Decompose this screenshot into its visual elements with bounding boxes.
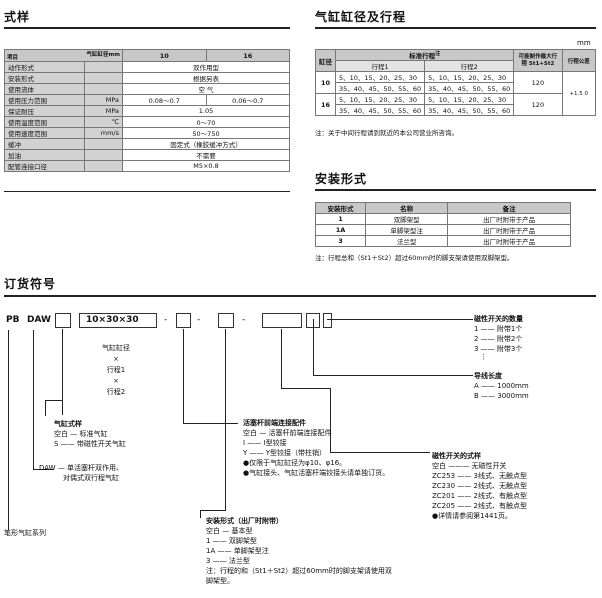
spec-table: 项目 气缸缸径mm 10 16 动作形式双作用型安装形式根据另表使用流体空 气使… — [4, 49, 290, 172]
spec-bottom-rule — [4, 191, 290, 192]
leader — [33, 330, 34, 470]
order-code-pb: PB — [6, 315, 20, 325]
leader — [33, 469, 53, 470]
leader — [327, 319, 473, 320]
order-switch-type: 磁性开关的式样 空白 ——— 无磁性开关 ZC253 —— 3线式、无触点型 Z… — [432, 452, 527, 520]
leader — [330, 452, 430, 453]
mount-title: 安装形式 — [315, 172, 368, 186]
spec-row: 动作形式双作用型 — [4, 61, 290, 73]
leader — [200, 510, 226, 511]
order-title: 订货符号 — [4, 277, 57, 291]
leader — [183, 329, 184, 424]
stroke-head-std: 标准行程注 — [334, 48, 515, 62]
leader — [62, 329, 63, 415]
spec-head-10: 10 — [122, 49, 207, 62]
leader — [225, 329, 226, 511]
stroke-head-max: 可能制作最大行程 St1+St2 — [513, 48, 563, 73]
order-box-mount — [218, 313, 234, 328]
spec-head-16: 16 — [205, 49, 290, 62]
dash: - — [164, 315, 168, 325]
stroke-table: 缸径 标准行程注 可能制作最大行程 St1+St2 行程公差 行程1 行程2 1… — [315, 48, 596, 117]
stroke-head-bore: 缸径 — [315, 48, 336, 73]
stroke-unit: mm — [577, 39, 591, 47]
mount-divider — [315, 189, 596, 191]
leader — [281, 329, 282, 389]
stroke-divider — [315, 27, 596, 29]
mount-note: 注：行程总和（St1＋St2）超过60mm时的脚支架请使用双脚架型。 — [315, 254, 514, 262]
order-rod-end: 活塞杆前端连接配件 空白 — 活塞杆前端连接配件 I —— I型铰接 Y —— … — [243, 419, 390, 477]
order-box-lead — [323, 313, 332, 328]
spec-row: 缓冲固定式（橡胶缓冲方式） — [4, 138, 290, 150]
leader — [200, 510, 201, 518]
order-lead-length: 导线长度 A —— 1000mm B —— 3000mm — [474, 372, 529, 400]
leader — [183, 423, 238, 424]
order-code-dims: 10×30×30 — [86, 315, 139, 325]
leader — [8, 330, 9, 530]
order-dims-desc: 气缸缸径×行程1×行程2 — [102, 344, 130, 396]
order-daw-desc: DAW — 单活塞杆双作用、 对偶式双行程气缸 — [39, 464, 124, 482]
leader — [45, 400, 63, 401]
order-code-daw: DAW — [27, 315, 51, 325]
spec-row: 使用流体空 气 — [4, 83, 290, 95]
spec-divider — [4, 27, 290, 29]
leader — [330, 388, 331, 452]
leader — [313, 375, 473, 376]
stroke-title: 气缸缸径及行程 — [315, 10, 407, 24]
stroke-head-tol: 行程公差 — [561, 48, 596, 73]
leader — [45, 400, 46, 416]
stroke-head-s1: 行程1 — [334, 60, 426, 73]
dash: - — [197, 315, 201, 325]
order-box-switch — [262, 313, 302, 328]
spec-title: 式样 — [4, 10, 31, 24]
spec-row: 加油不需要 — [4, 149, 290, 161]
leader — [313, 319, 314, 375]
spec-row: 安装形式根据另表 — [4, 72, 290, 84]
order-cylinder-type: 气缸式样 空白 — 标准气缸 S —— 带磁性开关气缸 — [54, 420, 126, 448]
leader — [281, 388, 331, 389]
order-box-cyl — [55, 313, 71, 328]
order-divider — [4, 295, 596, 297]
order-mount-type: 安装形式（出厂时附带） 空白 — 基本型 1 —— 双脚架型 1A —— 单脚架… — [206, 517, 392, 585]
stroke-note: 注：关于中间行程请到就近的本公司营业所咨询。 — [315, 129, 458, 137]
stroke-head-s2: 行程2 — [424, 60, 515, 73]
order-box-dims — [79, 313, 157, 328]
dash: - — [242, 315, 246, 325]
order-series: 笔形气缸系列 — [4, 529, 46, 537]
stroke-tolerance: +1.5 0 — [561, 71, 596, 117]
order-box-rod — [176, 313, 191, 328]
spec-head-corner: 项目 气缸缸径mm — [4, 49, 123, 62]
order-switch-qty: 磁性开关的数量 1 —— 附带1个 2 —— 附带2个 3 —— 附带3个 ⋮ — [474, 315, 523, 361]
